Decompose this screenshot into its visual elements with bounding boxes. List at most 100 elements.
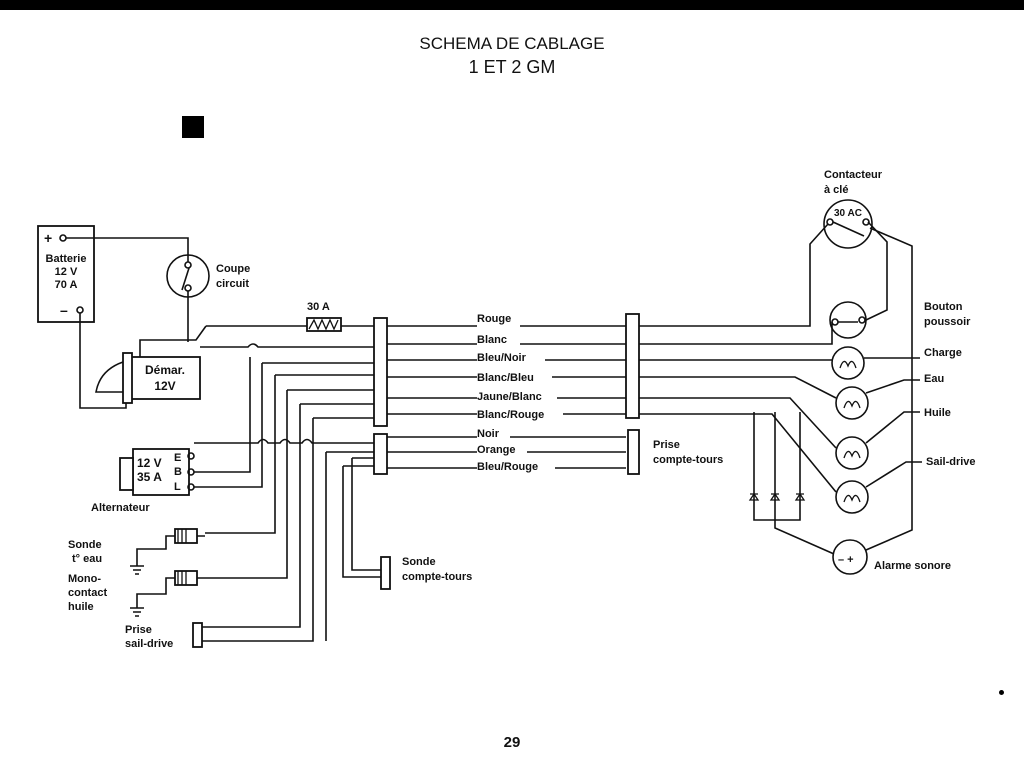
fuse-30a: 30 A [306, 301, 342, 332]
battery: + Batterie 12 V 70 A – [37, 225, 95, 323]
lamp-charge: Charge [831, 346, 962, 380]
charge-lamp-filament [839, 360, 857, 369]
black-square-marker [182, 116, 204, 138]
diagram-subtitle: 1 ET 2 GM [468, 57, 556, 77]
scan-top-edge [0, 0, 1024, 10]
wire-label-blanc-rouge: Blanc/Rouge [477, 409, 544, 421]
wire-to-key-switch [639, 223, 829, 327]
wire-label-noir: Noir [477, 428, 500, 440]
alarm-body [832, 539, 868, 575]
contacteur-label-2: à clé [824, 184, 848, 196]
alternator-term-l: L [174, 481, 181, 493]
sonde-compte-tours-label-2: compte-tours [402, 571, 472, 583]
saildrive-lamp-filament [843, 494, 861, 503]
charge-label: Charge [924, 347, 962, 359]
alarm-signs: – + [838, 554, 854, 566]
sonde-compte-tours-plug [380, 556, 391, 590]
wire-sonde-ct-1 [351, 457, 381, 571]
mono-contact-huile: Mono- contact huile [68, 570, 205, 617]
key-switch-lever [832, 221, 865, 237]
wire-label-orange: Orange [477, 444, 516, 456]
alternator-voltage: 12 V [137, 456, 162, 470]
coupe-circuit-label-2: circuit [216, 278, 249, 290]
sonde-compte-tours-label-1: Sonde [402, 556, 436, 568]
fuse-element [308, 318, 339, 331]
huile-lamp-filament [843, 450, 861, 459]
key-switch-inner-label: 30 AC [834, 208, 862, 219]
mono-contact-thread [177, 571, 187, 585]
lamp-saildrive: Sail-drive [835, 456, 976, 514]
starter-pinion [95, 361, 124, 393]
alternator-current: 35 A [137, 470, 162, 484]
battery-plus: + [44, 230, 52, 246]
alternator-box [132, 448, 190, 496]
alternator-e-terminal [187, 452, 195, 460]
mono-contact-label-3: huile [68, 601, 94, 613]
battery-box [37, 225, 95, 323]
wire-key-to-alarm [865, 227, 913, 551]
prise-saildrive-left: Prise sail-drive [125, 622, 203, 650]
wire-blanc-to-bouton [639, 322, 833, 345]
harness-wires [387, 325, 626, 469]
prise-saildrive-label-1: Prise [125, 624, 152, 636]
charge-lamp-body [831, 346, 865, 380]
mono-contact-ground [136, 577, 205, 608]
wire-color-labels: Rouge Blanc Bleu/Noir Blanc/Bleu Jaune/B… [477, 313, 544, 473]
diode-bridge [748, 412, 806, 521]
wire-blanc-left [200, 343, 374, 348]
alarm-buzzer: – + Alarme sonore [832, 539, 951, 575]
diode-bus [753, 412, 801, 521]
scan-speck [999, 690, 1004, 695]
diode-1 [748, 492, 760, 501]
eau-lamp-body [835, 386, 869, 420]
alternator-term-b: B [174, 466, 182, 478]
wire-eau [639, 376, 920, 399]
mono-contact-label-2: contact [68, 587, 107, 599]
bouton-poussoir-label-2: poussoir [924, 316, 971, 328]
battery-minus: – [60, 302, 68, 318]
saildrive-label: Sail-drive [926, 456, 976, 468]
battery-name: Batterie [46, 253, 87, 265]
lamp-huile: Huile [835, 407, 951, 470]
prise-saildrive-label-2: sail-drive [125, 638, 173, 650]
alternator-term-e: E [174, 452, 181, 464]
bouton-poussoir-label-1: Bouton [924, 301, 963, 313]
alarm-label: Alarme sonore [874, 560, 951, 572]
alternator-pulley [119, 457, 134, 491]
sonde-eau-ground [136, 535, 205, 566]
sonde-eau-thread [177, 529, 187, 543]
starter-flange [122, 352, 133, 404]
wire-mono-contact [205, 389, 374, 579]
wire-saildrive-2 [202, 417, 374, 642]
coupe-circuit-contact-top [184, 261, 192, 269]
wire-label-blanc-bleu: Blanc/Bleu [477, 372, 534, 384]
wire-label-jaune-blanc: Jaune/Blanc [477, 391, 542, 403]
sonde-eau: Sonde t° eau [68, 528, 205, 575]
alternator-name: Alternateur [91, 502, 150, 514]
starter-label-1: Démar. [145, 363, 185, 377]
ground-symbol-1 [130, 565, 144, 575]
panel-bouton-poussoir: Bouton poussoir [829, 301, 971, 339]
wire-diodes-to-alarm [774, 520, 835, 555]
wire-noir-left [325, 451, 374, 641]
key-switch-body [823, 199, 873, 249]
right-connector-bar-lower [627, 429, 640, 475]
wire-saildrive [639, 413, 922, 493]
sonde-eau-label-2: t° eau [72, 553, 102, 565]
prise-saildrive-plug [192, 622, 203, 648]
coupe-circuit-lever [181, 267, 190, 291]
starter-label-2: 12V [154, 379, 175, 393]
right-connector-bar-upper [625, 313, 640, 419]
wire-label-rouge: Rouge [477, 313, 511, 325]
contacteur-label-1: Contacteur [824, 169, 883, 181]
wire-saildrive-1 [202, 403, 374, 628]
left-connector-bar-upper [373, 317, 388, 427]
wire-label-blanc: Blanc [477, 334, 507, 346]
prise-compte-tours-label-1: Prise [653, 439, 680, 451]
starter-motor: Démar. 12V [95, 352, 201, 404]
wire-sonde-eau [205, 374, 374, 534]
coupe-circuit-contact-bottom [184, 284, 192, 292]
diode-3 [794, 492, 806, 501]
wire-alt-l [194, 362, 374, 488]
